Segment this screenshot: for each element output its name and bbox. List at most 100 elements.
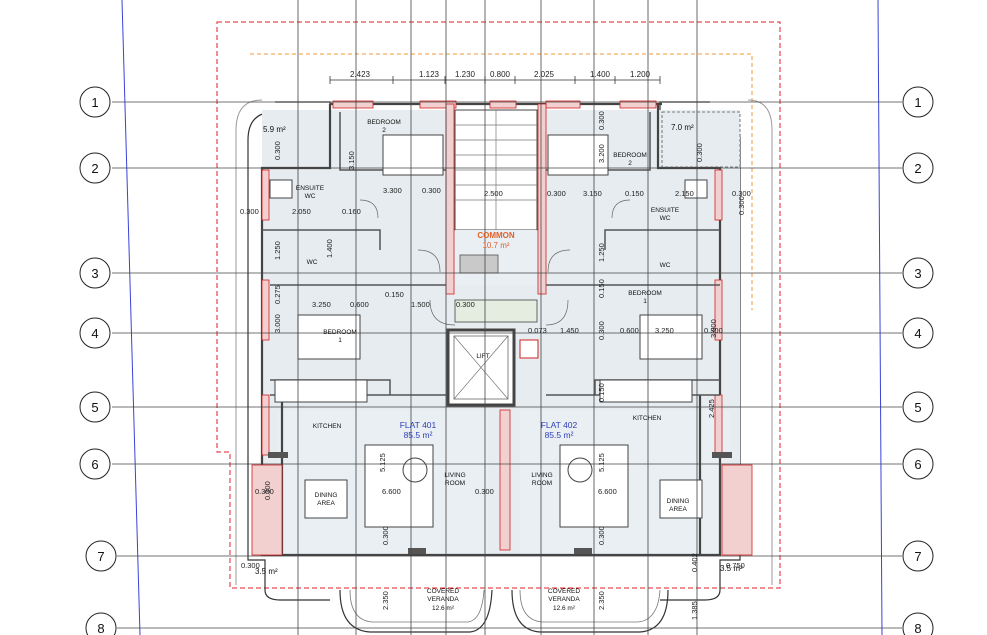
dim-0150-b: 0.150 <box>625 189 644 198</box>
dim-0300-d: 0.300 <box>456 300 475 309</box>
grid-vertical <box>297 0 698 635</box>
grid-label-7-left: 7 <box>97 549 104 564</box>
room-veranda-right: COVERED <box>548 588 580 595</box>
dim-5125-left: 5.125 <box>378 453 387 472</box>
top-dim-6: 1.400 <box>590 70 611 79</box>
grid-label-3-left: 3 <box>91 266 98 281</box>
dim-0600-left: 0.600 <box>350 300 369 309</box>
dim-0300-b: 0.300 <box>422 186 441 195</box>
grid-bubble-1-left <box>79 86 111 118</box>
lobby <box>454 299 538 323</box>
dim-0073: 0.073 <box>528 326 547 335</box>
dim-0150-d: 0.150 <box>597 383 606 402</box>
grid-bubble-1-right <box>902 86 934 118</box>
boundary-line-right <box>877 0 883 635</box>
dim-3150-a: 3.150 <box>347 151 356 170</box>
grid-label-6-left: 6 <box>91 457 98 472</box>
room-ensuite-right: ENSUITE <box>651 207 680 214</box>
bin-store <box>459 254 499 274</box>
room-dining-right-2: AREA <box>669 506 687 513</box>
dim-0300-q: 0.300 <box>737 196 746 215</box>
grid-label-7-right: 7 <box>914 549 921 564</box>
dim-3250-left: 3.250 <box>312 300 331 309</box>
dim-1500: 1.500 <box>411 300 430 309</box>
dim-1450: 1.450 <box>560 326 579 335</box>
grid-bubble-5-left <box>79 391 111 423</box>
dim-0600-b: 0.600 <box>620 326 639 335</box>
dim-6600-right: 6.600 <box>598 487 617 496</box>
top-dimension-chain <box>329 76 661 84</box>
grid-bubble-7-right <box>902 540 934 572</box>
grid-label-1-right: 1 <box>914 95 921 110</box>
common-label: COMMON <box>477 231 515 240</box>
top-dim-5: 2.025 <box>534 70 555 79</box>
room-veranda-left-area: 12.6 m² <box>432 605 455 612</box>
room-ensuite-right-wc: WC <box>660 215 671 222</box>
dim-2350-left: 2.350 <box>381 591 390 610</box>
dim-0300-f: 0.300 <box>732 189 751 198</box>
dim-3250-right: 3.250 <box>655 326 674 335</box>
top-dim-1: 2.423 <box>350 70 371 79</box>
dim-0300-p: 0.300 <box>241 561 260 570</box>
dim-1385: 1.385 <box>690 601 699 620</box>
dim-0160: 0.160 <box>342 207 361 216</box>
grid-bubble-4-right <box>902 317 934 349</box>
grid-label-3-right: 3 <box>914 266 921 281</box>
room-dining-left-2: AREA <box>317 500 335 507</box>
room-dining-right: DINING <box>667 498 690 505</box>
room-wc-left: WC <box>307 259 318 266</box>
dim-1400: 1.400 <box>325 239 334 258</box>
grid-label-2-right: 2 <box>914 161 921 176</box>
grid-bubble-6-right <box>902 448 934 480</box>
grid-label-5-right: 5 <box>914 400 921 415</box>
terrace-ne-area: 7.0 m² <box>671 123 694 132</box>
dim-0300-a: 0.300 <box>273 141 282 160</box>
dim-0300-g: 0.300 <box>597 111 606 130</box>
dim-0402: 0.402 <box>690 553 699 572</box>
grid-bubble-8-right <box>902 612 934 635</box>
top-dim-3: 1.230 <box>455 70 476 79</box>
dim-2425: 2.425 <box>707 399 716 418</box>
room-living-right-2: ROOM <box>532 480 552 487</box>
terrace-se-area: 3.5 m² <box>720 564 743 573</box>
grid-bubble-5-right <box>902 391 934 423</box>
lift-label: LIFT <box>476 353 489 360</box>
dim-0150-a: 0.150 <box>385 290 404 299</box>
grid-bubble-2-left <box>79 152 111 184</box>
grid-label-1-left: 1 <box>91 95 98 110</box>
site-setback-outline <box>216 21 781 589</box>
grid-bubble-3-left <box>79 257 111 289</box>
grid-horizontal <box>112 101 902 629</box>
dim-0300-c: 0.300 <box>240 207 259 216</box>
dim-0300-k: 0.300 <box>475 487 494 496</box>
room-living-right: LIVING <box>531 472 552 479</box>
dim-0300-h: 0.300 <box>695 143 704 162</box>
room-bedroom1-right-num: 1 <box>643 298 647 305</box>
room-ensuite-left: ENSUITE <box>296 185 325 192</box>
terrace-nw-area: 5.9 m² <box>263 125 286 134</box>
dim-0300-m: 0.300 <box>381 526 390 545</box>
room-veranda-left-2: VERANDA <box>427 596 459 603</box>
grid-bubble-7-left <box>85 540 117 572</box>
grid-label-6-right: 6 <box>914 457 921 472</box>
room-bedroom1-left-num: 1 <box>338 337 342 344</box>
flat-402-name: FLAT 402 <box>541 420 578 430</box>
riser-duct <box>519 339 539 359</box>
room-dining-left: DINING <box>315 492 338 499</box>
upper-floor-outline <box>250 53 753 310</box>
top-dim-7: 1.200 <box>630 70 651 79</box>
dim-0300-i: 0.300 <box>704 326 723 335</box>
dim-2500: 2.500 <box>484 189 503 198</box>
flat-401-area: 85.5 m² <box>404 430 433 440</box>
room-bedroom2-left: BEDROOM <box>367 119 401 126</box>
dim-2050: 2.050 <box>292 207 311 216</box>
dim-3150-b: 3.150 <box>583 189 602 198</box>
dim-3200: 3.200 <box>597 144 606 163</box>
grid-label-8-left: 8 <box>97 621 104 635</box>
room-bedroom1-left: BEDROOM <box>323 329 357 336</box>
dim-0750: 0.750 <box>726 561 745 570</box>
room-bedroom2-right: BEDROOM <box>613 152 647 159</box>
terrace-sw-area: 3.5 m² <box>255 567 278 576</box>
grid-bubble-3-right <box>902 257 934 289</box>
